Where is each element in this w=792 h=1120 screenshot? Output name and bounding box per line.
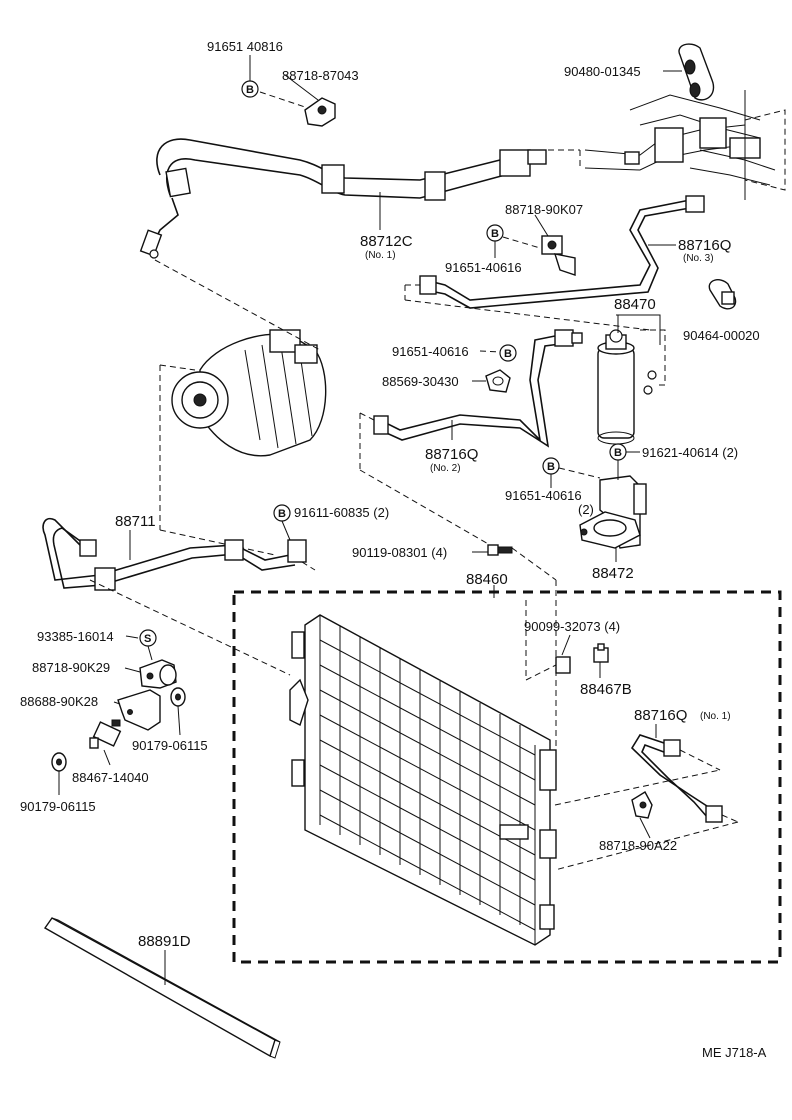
label-90480-01345: 90480-01345	[564, 64, 641, 79]
svg-text:B: B	[246, 84, 254, 96]
nut-90179-06115-b	[51, 752, 67, 772]
label-88716q-no1-sub: (No. 1)	[700, 711, 731, 722]
bolt-90119-08301	[487, 544, 513, 556]
label-88460: 88460	[466, 571, 508, 588]
clamp-88718-90k07	[502, 235, 576, 276]
compressor	[171, 329, 327, 457]
label-93385-16014: 93385-16014	[37, 629, 114, 644]
label-90119-08301: 90119-08301 (4)	[352, 545, 447, 560]
label-88712c: 88712C	[360, 233, 413, 250]
svg-text:B: B	[278, 508, 286, 520]
hose-88712c	[139, 138, 547, 259]
svg-text:B: B	[504, 348, 512, 360]
condenser-assembly-outline	[232, 590, 782, 964]
bolt-marker-b-5: B	[542, 457, 560, 475]
bushing-90099-32073	[555, 656, 571, 674]
sensor-88467-14040	[89, 719, 122, 749]
label-88718-90a22: 88718-90A22	[599, 838, 677, 853]
label-88467-14040: 88467-14040	[72, 770, 149, 785]
grommet-90480-01345	[678, 43, 715, 101]
clamp-88718-90a22	[631, 791, 653, 819]
bolt-marker-b-4: B	[609, 443, 627, 461]
sensor-88467b	[593, 643, 609, 663]
hose-88711	[42, 517, 307, 591]
bolt-marker-b-1: B	[241, 80, 259, 98]
svg-text:B: B	[491, 228, 499, 240]
label-91651-40616-a: 91651-40616	[445, 260, 522, 275]
condenser-88460	[289, 614, 557, 946]
label-90179-06115-a: 90179-06115	[132, 738, 208, 753]
label-90099-32073: 90099-32073 (4)	[524, 619, 620, 634]
label-88716q-no2-sub: (No. 2)	[430, 463, 461, 474]
label-88718-90k07: 88718-90K07	[505, 202, 583, 217]
screw-marker-s: S	[139, 629, 157, 647]
label-88569-30430: 88569-30430	[382, 374, 459, 389]
bracket-88688-90k28	[117, 689, 161, 731]
svg-text:B: B	[614, 447, 622, 459]
label-88470: 88470	[614, 296, 656, 313]
label-91651-40616-b: 91651-40616	[392, 344, 469, 359]
label-88716q-no3-sub: (No. 3)	[683, 253, 714, 264]
label-91651-40616-c-sub: (2)	[578, 502, 594, 517]
label-88711: 88711	[115, 513, 156, 530]
pipe-88716q-no1	[630, 734, 723, 823]
label-91651-40616-c: 91651-40616	[505, 488, 582, 503]
bolt-marker-b-3: B	[499, 344, 517, 362]
nut-90179-06115-a	[170, 687, 186, 707]
receiver-dryer-88470	[597, 329, 657, 445]
label-91611-60835: 91611-60835 (2)	[294, 505, 389, 520]
label-88472: 88472	[592, 565, 634, 582]
label-90179-06115-b: 90179-06115	[20, 799, 96, 814]
label-88712c-sub: (No. 1)	[365, 250, 396, 261]
label-88716q-no3: 88716Q	[678, 237, 731, 254]
label-88891d: 88891D	[138, 933, 191, 950]
pipe-88716q-no2	[373, 329, 583, 448]
label-90464-00020: 90464-00020	[683, 328, 760, 343]
bracket-88472	[579, 475, 647, 549]
evaporator-pipes	[584, 90, 786, 200]
bolt-marker-b-2: B	[486, 224, 504, 242]
label-88716q-no2: 88716Q	[425, 446, 478, 463]
label-91651-40816: 91651 40816	[207, 39, 283, 54]
clamp-88718-90k29	[139, 659, 177, 689]
label-88688-90k28: 88688-90K28	[20, 694, 98, 709]
label-88467b: 88467B	[580, 681, 632, 698]
label-88718-87043: 88718-87043	[282, 68, 359, 83]
clamp-88569-30430	[485, 369, 511, 393]
label-88718-90k29: 88718-90K29	[32, 660, 110, 675]
svg-text:S: S	[144, 633, 151, 645]
bolt-marker-b-6: B	[273, 504, 291, 522]
label-91621-40614: 91621-40614 (2)	[642, 445, 738, 460]
seal-strip-88891d	[43, 917, 281, 1059]
clamp-88718-87043	[259, 91, 336, 127]
svg-text:B: B	[547, 461, 555, 473]
seal-90464-00020	[708, 279, 737, 310]
diagram-code: ME J718-A	[702, 1045, 767, 1060]
label-88716q-no1: 88716Q	[634, 707, 687, 724]
